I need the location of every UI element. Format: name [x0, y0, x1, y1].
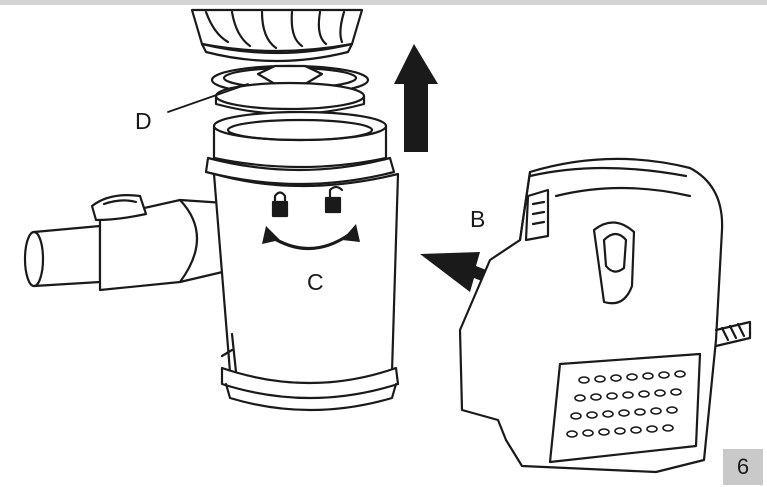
top-rule: [0, 0, 767, 5]
up-arrow-icon: [394, 44, 438, 152]
filter-d: [210, 64, 370, 116]
dust-cup-c: [204, 110, 400, 412]
inlet-nozzle: [23, 194, 250, 292]
top-cyclone-part: [190, 8, 364, 63]
unlock-icon: [324, 196, 342, 214]
rotate-arrow-icon: [268, 232, 352, 251]
leader-line-d: [167, 83, 249, 113]
label-c: C: [307, 269, 324, 295]
step-number-badge: 6: [723, 449, 763, 485]
label-d: D: [135, 108, 152, 134]
lock-icon: [271, 200, 289, 218]
handle-unit-b: [458, 157, 752, 474]
label-b: B: [470, 206, 486, 232]
